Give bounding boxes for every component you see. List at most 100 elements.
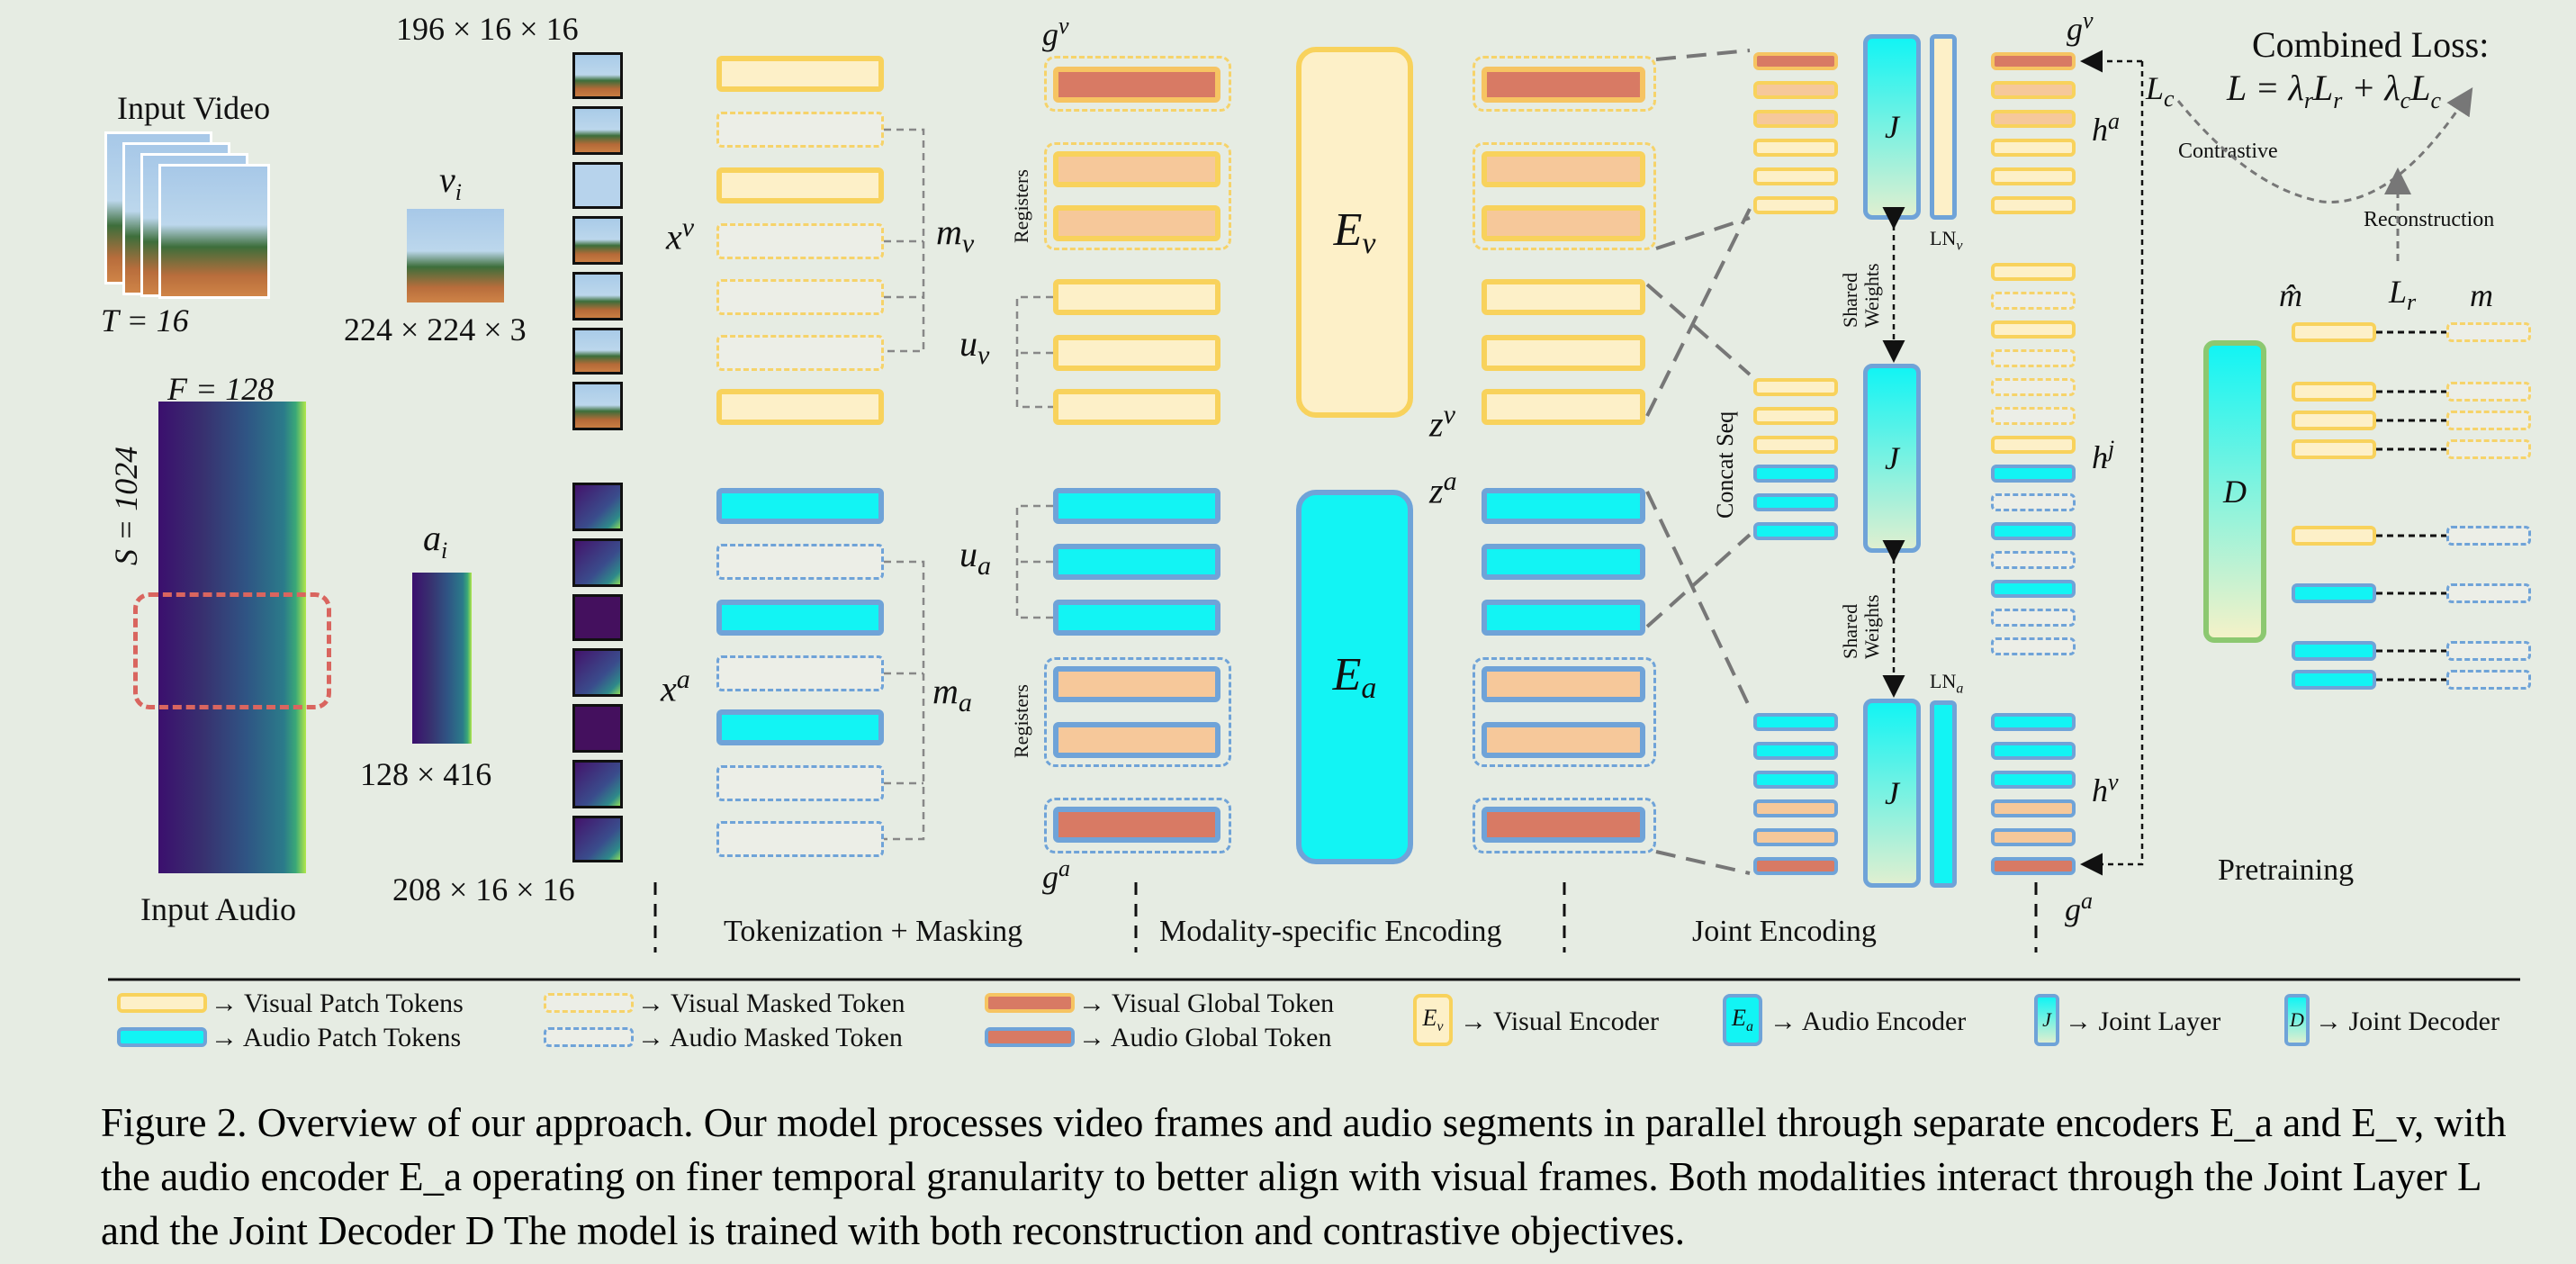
t-eq-label: T = 16 <box>101 302 189 339</box>
audio-register-token <box>1482 666 1645 702</box>
joint-layer: J <box>1863 364 1921 553</box>
audio-masked-token-small <box>1991 493 2076 511</box>
target-token <box>2446 322 2531 342</box>
visual-masked-token <box>716 335 884 371</box>
visual-global-token-small <box>1753 52 1838 70</box>
joint-layer: J <box>1863 699 1921 888</box>
audio-masked-token-small <box>1991 637 2076 655</box>
visual-patch-thumb <box>572 328 623 375</box>
audio-register-token-small <box>1991 828 2076 846</box>
visual-patch-thumb <box>572 216 623 265</box>
wire <box>1645 533 1752 628</box>
visual-register-token-small <box>1753 110 1838 128</box>
visual-patch-token <box>716 56 884 92</box>
contrastive-label: Contrastive <box>2178 140 2278 163</box>
target-token <box>2446 411 2531 430</box>
wire <box>1645 208 1752 417</box>
audio-patch-token-small <box>1991 465 2076 483</box>
target-token <box>2446 670 2531 690</box>
wire <box>1655 850 1751 875</box>
visual-patch-token <box>716 389 884 425</box>
audio-patch-thumb <box>572 816 623 862</box>
hj-label: hj <box>2092 436 2115 475</box>
legend-vg-key <box>985 993 1075 1013</box>
ai-dims-label: 128 × 416 <box>360 756 492 792</box>
ma-label: ma <box>932 671 972 718</box>
mask-region-box <box>133 592 331 709</box>
visual-patch-thumb <box>572 106 623 155</box>
legend-dec-key: D <box>2284 994 2310 1046</box>
hv-label: hv <box>2092 769 2119 808</box>
mv-label: mv <box>936 212 975 258</box>
audio-masked-token <box>716 821 884 857</box>
ua-label: ua <box>959 534 991 581</box>
audio-global-token <box>1053 807 1220 843</box>
stage-joint-encoding: Joint Encoding <box>1692 915 1877 948</box>
wire <box>1645 491 1752 709</box>
audio-patch-token <box>1482 600 1645 636</box>
audio-patch-token <box>1482 544 1645 580</box>
visual-masked-token-small <box>1991 378 2076 396</box>
stage-modality-encoding: Modality-specific Encoding <box>1159 915 1502 948</box>
pretraining-label: Pretraining <box>2218 853 2355 887</box>
f-eq-label: F = 128 <box>167 371 275 407</box>
visual-patch-token <box>1482 335 1645 371</box>
visual-patch-token-small <box>1991 196 2076 214</box>
visual-patch-thumb <box>572 382 623 430</box>
audio-patch-thumb <box>572 648 623 697</box>
target-token <box>2446 526 2531 546</box>
loss-formula: L = λrLr + λcLc <box>2227 68 2442 113</box>
lr-label: Lr <box>2389 274 2417 316</box>
audio-patch-token-small <box>1991 522 2076 540</box>
legend-vm-key <box>544 993 634 1013</box>
vi-dims-label: 224 × 224 × 3 <box>344 311 527 348</box>
lna-label: LNa <box>1930 670 1964 697</box>
visual-patch-token-small <box>1991 139 2076 157</box>
target-token <box>2446 439 2531 459</box>
visual-masked-token-small <box>1991 407 2076 425</box>
legend-ea-text: → Audio Encoder <box>1770 1007 1967 1036</box>
audio-patch-token-small <box>1753 522 1838 540</box>
visual-patch-token-small <box>1991 263 2076 281</box>
legend-dec-text: → Joint Decoder <box>2315 1007 2499 1036</box>
target-token <box>2446 641 2531 661</box>
visual-register-token-small <box>1991 81 2076 99</box>
visual-patch-token-small <box>1753 436 1838 454</box>
visual-masked-token <box>716 279 884 315</box>
audio-patch-thumb <box>572 704 623 753</box>
pred-token <box>2292 382 2376 402</box>
mv-bracket <box>884 128 925 353</box>
joint-decoder: D <box>2203 340 2266 643</box>
audio-patch-token <box>716 488 884 524</box>
audio-masked-token <box>716 544 884 580</box>
video-frame <box>158 164 270 299</box>
visual-register-token-small <box>1991 110 2076 128</box>
ai-spectrogram <box>412 573 472 744</box>
audio-masked-token <box>716 655 884 691</box>
visual-patch-thumb <box>572 52 623 99</box>
visual-patch-token <box>1053 279 1220 315</box>
audio-patch-token <box>716 709 884 745</box>
visual-patch-thumb <box>572 272 623 321</box>
visual-patch-token-small <box>1991 321 2076 339</box>
mhat-label: m̂ <box>2279 277 2302 313</box>
audio-patch-token-small <box>1753 742 1838 760</box>
contrastive-link <box>2080 61 2144 876</box>
legend-vp-text: → Visual Patch Tokens <box>211 989 464 1018</box>
input-audio-label: Input Audio <box>140 891 297 927</box>
audio-patch-token <box>1053 544 1220 580</box>
wire <box>1645 283 1752 376</box>
legend-ag-key <box>985 1027 1075 1047</box>
ua-bracket <box>1015 504 1053 619</box>
vpatch-dims-label: 196 × 16 × 16 <box>396 11 579 47</box>
visual-patch-token-small <box>1753 196 1838 214</box>
audio-patch-token-small <box>1753 771 1838 789</box>
audio-patch-token-small <box>1753 465 1838 483</box>
target-token <box>2446 583 2531 603</box>
legend-ev-key: Ev <box>1413 994 1453 1046</box>
layernorm-a <box>1930 700 1957 888</box>
ga-label-out: ga <box>2065 888 2093 927</box>
audio-patch-token <box>1053 488 1220 524</box>
legend-vm-text: → Visual Masked Token <box>637 989 905 1018</box>
